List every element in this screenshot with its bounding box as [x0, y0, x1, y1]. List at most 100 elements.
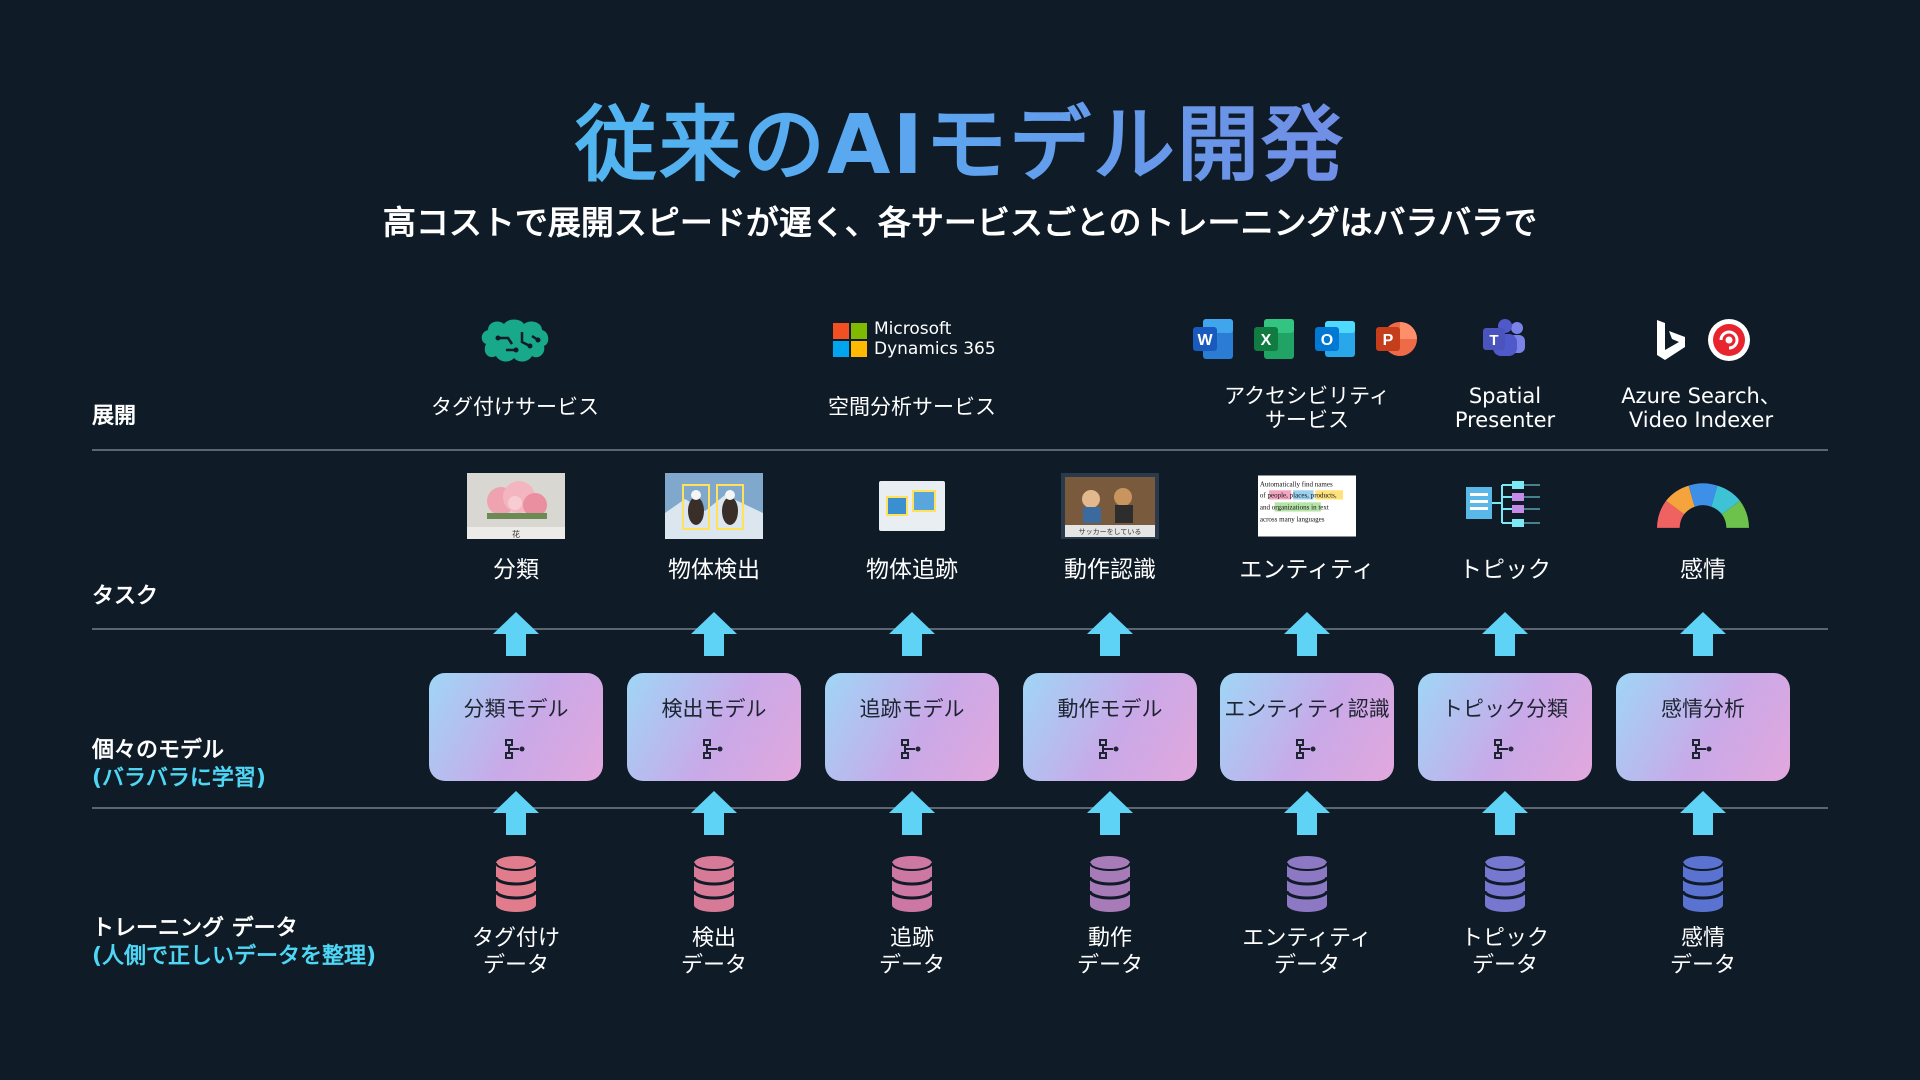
powerpoint-icon: P: [1376, 322, 1417, 356]
topic-thumbnail: [1466, 481, 1540, 527]
database-icon: [1088, 856, 1132, 912]
model-name: エンティティ認識: [1224, 697, 1390, 721]
brain-icon: [481, 319, 549, 362]
service-accessibility-line2: サービス: [1264, 408, 1349, 432]
model-hierarchy-icon: [901, 739, 921, 759]
bing-icon: [1657, 320, 1685, 360]
divider-deploy: [92, 449, 1828, 451]
task-label: 動作認識: [1064, 557, 1156, 583]
excel-icon: X: [1254, 319, 1294, 359]
page-subtitle: 高コストで展開スピードが遅く、各サービスごとのトレーニングはバラバラで: [382, 203, 1538, 242]
row-label-model: 個々のモデル (バラバラに学習): [92, 737, 266, 793]
microsoft-icon: [833, 323, 867, 357]
service-accessibility: アクセシビリティ サービス: [1224, 384, 1390, 432]
dynamics-logo-text: Microsoft Dynamics 365: [874, 319, 996, 359]
row-label-data-main: トレーニング データ: [92, 916, 298, 941]
service-azure-line1: Azure Search、: [1621, 384, 1781, 408]
flower-thumb-label: 花: [512, 529, 520, 539]
service-accessibility-line1: アクセシビリティ: [1224, 384, 1390, 408]
service-presenter-line2: Presenter: [1454, 408, 1556, 432]
database-icon: [692, 856, 736, 912]
data-label: 動作データ: [1077, 925, 1143, 979]
outlook-icon: O: [1315, 321, 1355, 357]
database-icon: [1681, 856, 1725, 912]
data-label: トピックデータ: [1461, 925, 1549, 979]
model-name: 感情分析: [1661, 697, 1745, 721]
task-label: 感情: [1680, 557, 1726, 583]
task-label: 分類: [493, 557, 539, 583]
model-hierarchy-icon: [1692, 739, 1712, 759]
data-label-line2: データ: [680, 953, 748, 978]
up-arrow-icon: [493, 791, 539, 835]
data-label-line2: データ: [482, 953, 550, 978]
entity-thumb-line1: Automatically find names: [1260, 481, 1333, 489]
row-label-data: トレーニング データ (人側で正しいデータを整理): [92, 915, 376, 971]
up-arrow-icon: [889, 612, 935, 656]
up-arrow-icon: [691, 612, 737, 656]
dynamics-logo: Microsoft Dynamics 365: [833, 319, 998, 362]
data-label-line1: 感情: [1680, 926, 1726, 951]
service-tagging: タグ付けサービス: [431, 395, 599, 419]
database-icon: [494, 856, 538, 912]
entity-thumb-line3: and organizations in text: [1260, 504, 1329, 512]
model-box: 追跡モデル: [825, 673, 999, 781]
row-label-deploy: 展開: [92, 404, 137, 429]
model-hierarchy-icon: [1099, 739, 1119, 759]
data-label-line1: 検出: [691, 926, 737, 951]
service-spatial: 空間分析サービス: [828, 395, 996, 419]
data-label-line2: データ: [1669, 953, 1737, 978]
up-arrow-icon: [1482, 791, 1528, 835]
model-name: 分類モデル: [463, 697, 569, 721]
data-label-line2: データ: [1273, 953, 1340, 978]
row-label-model-sub: (バラバラに学習): [92, 766, 266, 791]
row-label-data-sub: (人側で正しいデータを整理): [92, 944, 377, 969]
task-label: トピック: [1459, 557, 1551, 583]
model-name: 追跡モデル: [859, 697, 965, 721]
model-box: 分類モデル: [429, 673, 603, 781]
model-hierarchy-icon: [703, 739, 723, 759]
model-hierarchy-icon: [505, 739, 525, 759]
word-letter: W: [1197, 332, 1213, 349]
data-label: 追跡データ: [879, 925, 945, 979]
data-label-line2: データ: [1076, 953, 1144, 978]
dynamics-line1: Microsoft: [874, 319, 952, 339]
sentiment-gauge: [1657, 483, 1749, 528]
tracking-thumbnail: [863, 473, 961, 539]
entity-thumb-line4: across many languages: [1260, 516, 1325, 524]
action-thumbnail: サッカーをしている: [1061, 473, 1159, 539]
up-arrow-icon: [1284, 612, 1330, 656]
data-label: 感情データ: [1670, 925, 1736, 979]
service-azure: Azure Search、 Video Indexer: [1621, 384, 1781, 432]
flower-thumbnail: 花: [467, 473, 565, 539]
data-label-line2: データ: [1471, 953, 1539, 978]
model-box: 動作モデル: [1023, 673, 1197, 781]
model-box: 検出モデル: [627, 673, 801, 781]
powerpoint-letter: P: [1383, 332, 1394, 349]
database-icon: [890, 856, 934, 912]
service-azure-line2: Video Indexer: [1628, 408, 1774, 432]
up-arrow-icon: [889, 791, 935, 835]
task-label: 物体検出: [668, 557, 760, 583]
data-label-line1: 動作: [1087, 926, 1133, 951]
up-arrow-icon: [1284, 791, 1330, 835]
service-presenter-line1: Spatial: [1468, 384, 1542, 408]
word-icon: W: [1193, 319, 1233, 359]
model-name: 検出モデル: [661, 697, 767, 721]
up-arrow-icon: [493, 612, 539, 656]
dynamics-line2: Dynamics 365: [874, 339, 996, 359]
divider-model: [92, 807, 1828, 809]
up-arrow-icon: [1087, 612, 1133, 656]
eagles-thumbnail: [665, 473, 763, 539]
service-presenter: Spatial Presenter: [1455, 384, 1555, 432]
data-label: 検出データ: [681, 925, 747, 979]
divider-task: [92, 628, 1828, 630]
excel-letter: X: [1261, 332, 1272, 349]
entity-thumbnail: Automatically find names of people, plac…: [1258, 475, 1356, 537]
up-arrow-icon: [1087, 791, 1133, 835]
data-label-line1: タグ付け: [471, 926, 561, 951]
data-label: エンティティデータ: [1242, 925, 1371, 979]
teams-letter: T: [1489, 332, 1498, 349]
data-label: タグ付けデータ: [472, 925, 560, 979]
model-hierarchy-icon: [1494, 739, 1514, 759]
database-icon: [1285, 856, 1329, 912]
